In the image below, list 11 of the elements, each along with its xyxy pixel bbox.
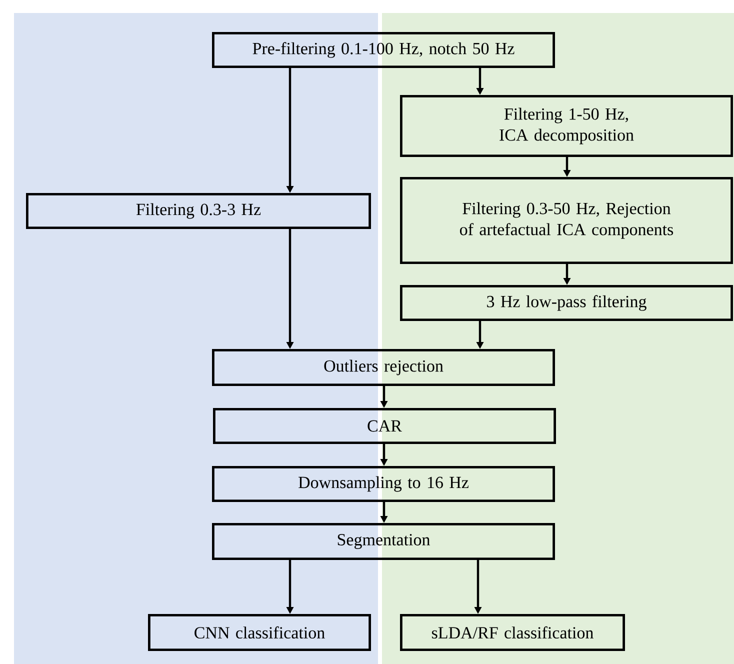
process-box: CAR (213, 408, 556, 444)
process-box: Outliers rejection (212, 348, 555, 386)
process-box: sLDA/RF classification (400, 614, 625, 651)
process-box: Filtering 0.3-50 Hz, Rejection of artefactual ICA components (400, 177, 733, 264)
process-box: Pre-filtering 0.1-100 Hz, notch 50 Hz (212, 32, 555, 68)
process-box: Downsampling to 16 Hz (212, 466, 555, 502)
process-box: Segmentation (212, 523, 555, 560)
process-box: Filtering 0.3-3 Hz (26, 193, 371, 229)
process-box: CNN classification (148, 614, 371, 651)
process-box: Filtering 1-50 Hz, ICA decomposition (400, 95, 733, 157)
process-box: 3 Hz low-pass filtering (400, 284, 733, 321)
